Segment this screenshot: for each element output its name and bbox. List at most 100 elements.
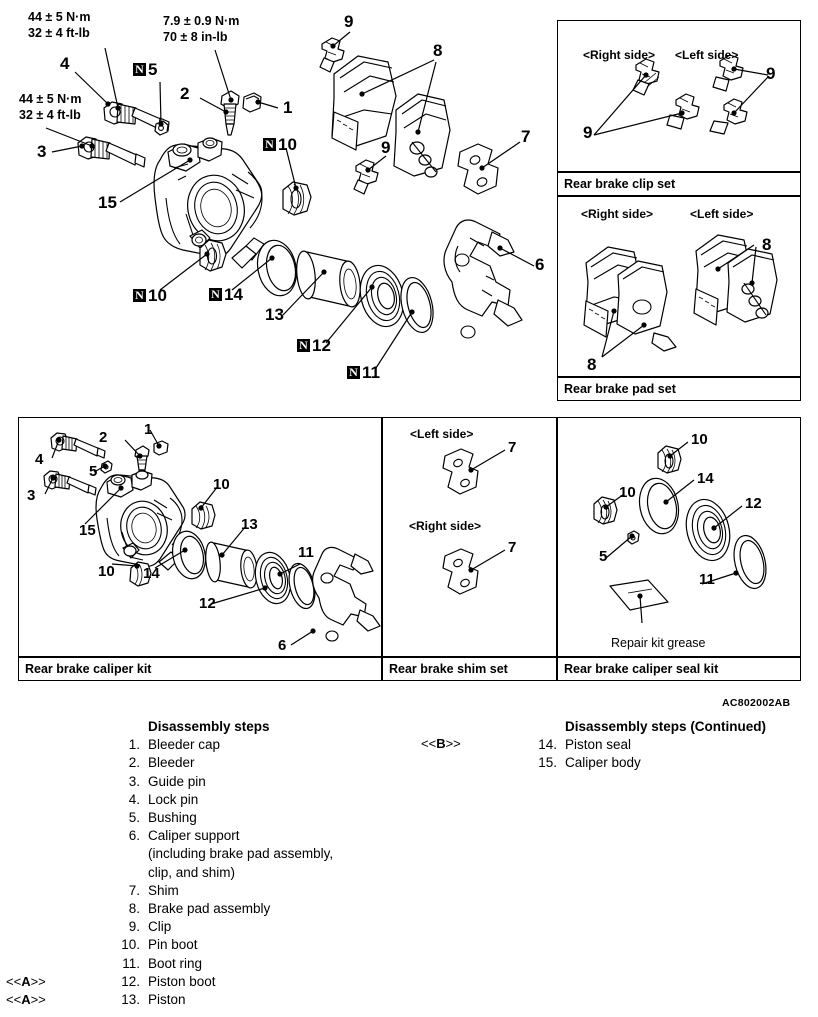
step-number: 11.	[122, 955, 140, 971]
seal-kit-piston-boot	[685, 498, 731, 562]
step-item: 13.Piston	[110, 991, 410, 1009]
kit-pin-boot-lower	[129, 561, 152, 587]
step-number: 8.	[128, 901, 140, 917]
kit-callout-6: 6	[278, 637, 287, 654]
step-item: 6. Caliper support	[110, 827, 410, 845]
kit-lock-pin	[50, 432, 106, 459]
seal-kit-callout-11: 11	[699, 571, 715, 588]
kit-callout-11: 11	[298, 544, 314, 561]
step-item-cont: (including brake pad assembly,	[110, 845, 410, 863]
step-item: 4.Lock pin	[110, 791, 410, 809]
seal-kit-callout-5: 5	[599, 548, 608, 565]
step-item: 14. Piston seal	[527, 736, 817, 754]
step-text: Lock pin	[148, 791, 199, 807]
marker-b-piston-seal: <<B>>	[421, 736, 461, 751]
brake-pad-outer	[331, 55, 397, 151]
step-number	[110, 864, 148, 882]
shim-set-drawing	[442, 448, 506, 595]
step-text: Bleeder cap	[148, 737, 221, 753]
shim-right-side	[442, 548, 479, 595]
step-number: 3.	[128, 773, 140, 789]
step-text: Caliper support	[148, 828, 240, 844]
pad-set-left-side-label: <Left side>	[690, 207, 754, 221]
seal-kit-callout-10-upper: 10	[691, 431, 708, 448]
seal-kit-callout-12: 12	[745, 495, 762, 512]
shim-left-side	[442, 448, 479, 495]
step-text: Brake pad assembly	[148, 901, 271, 917]
guide-pin-part	[77, 136, 146, 168]
kit-callout-2: 2	[99, 429, 108, 446]
clip-right-upper	[632, 58, 660, 96]
kit-callout-4: 4	[35, 451, 44, 468]
step-text: Boot ring	[148, 955, 203, 971]
step-item: 9.Clip	[110, 918, 410, 936]
step-number: 12.	[121, 973, 140, 989]
boot-ring-part	[400, 276, 434, 334]
step-text: Shim	[148, 882, 179, 898]
brake-pad-inner	[393, 93, 451, 178]
step-number: 7.	[128, 882, 140, 898]
steps-title-row: Disassembly steps	[110, 718, 410, 736]
panel-rear-brake-shim-set	[382, 417, 557, 657]
step-text: Piston	[148, 992, 186, 1008]
step-item: 15.Caliper body	[527, 754, 817, 772]
pad-right-inner	[616, 260, 677, 352]
step-item: 2.Bleeder	[110, 754, 410, 772]
step-item: 3.Guide pin	[110, 773, 410, 791]
callout-6: 6	[535, 255, 545, 274]
kit-leaders	[44, 429, 316, 646]
step-item: 7. Shim	[110, 882, 410, 900]
shim-set-left-side-label: <Left side>	[410, 427, 474, 441]
pad-set-callout-8-right: 8	[762, 235, 772, 254]
step-text: Piston seal	[565, 737, 632, 753]
step-number: 5.	[128, 810, 140, 826]
seal-kit-pin-boot-upper	[657, 445, 682, 474]
callout-15: 15	[98, 193, 117, 212]
callout-3: 3	[37, 142, 47, 161]
callout-1: 1	[283, 98, 293, 117]
steps-title: Disassembly steps	[148, 719, 270, 734]
seal-kit-boot-ring	[733, 534, 767, 590]
bleeder-torque-label: 7.9 ± 0.9 N·m 70 ± 8 in-lb	[163, 14, 240, 44]
shim-set-right-side-label: <Right side>	[409, 519, 482, 533]
kit-callout-15: 15	[79, 522, 96, 539]
panel-rear-brake-pad-set	[557, 196, 801, 377]
kit-callout-1: 1	[144, 421, 153, 438]
panel-rear-brake-caliper-seal-kit	[557, 417, 801, 657]
caption-rear-brake-shim-set: Rear brake shim set	[382, 657, 557, 681]
pin-boot-part-lower	[199, 239, 227, 272]
piston-boot-part	[359, 264, 405, 328]
new-part-badge: N	[209, 288, 222, 301]
shim-set-callout-7-left: 7	[508, 439, 517, 456]
callout-7: 7	[521, 127, 531, 146]
kit-bleeder-cap	[153, 440, 169, 456]
steps-continued-title-row: Disassembly steps (Continued)	[527, 718, 817, 736]
kit-caliper-body	[95, 470, 186, 571]
step-text: Bushing	[148, 810, 197, 826]
marker-a-piston-boot: <<A>>	[6, 974, 46, 989]
caption-rear-brake-clip-set: Rear brake clip set	[557, 172, 801, 196]
new-part-badge: N	[133, 63, 146, 76]
pad-set-drawing	[583, 234, 778, 358]
seal-kit-leaders	[603, 441, 743, 624]
step-number: 1.	[128, 737, 140, 753]
step-text: Pin boot	[148, 937, 198, 953]
marker-a-piston: <<A>>	[6, 992, 46, 1007]
callout-4: 4	[60, 54, 70, 73]
caliper-body-part	[153, 137, 265, 269]
step-number: 6.	[128, 828, 140, 844]
lock-pin-torque-label: 44 ± 5 N·m 32 ± 4 ft-lb	[28, 10, 91, 40]
disassembly-steps-continued-list: Disassembly steps (Continued) 14. Piston …	[527, 718, 817, 773]
seal-kit-piston-seal	[638, 477, 680, 535]
steps-continued-title: Disassembly steps (Continued)	[565, 719, 767, 734]
shim-set-leaders	[468, 449, 506, 573]
step-number: 14.	[538, 737, 557, 753]
drawing-code: AC802002AB	[722, 697, 791, 709]
step-text: Piston boot	[148, 973, 216, 989]
kit-callout-14: 14	[143, 565, 160, 582]
step-number: 15.	[538, 755, 557, 771]
step-item-cont: clip, and shim)	[110, 864, 410, 882]
